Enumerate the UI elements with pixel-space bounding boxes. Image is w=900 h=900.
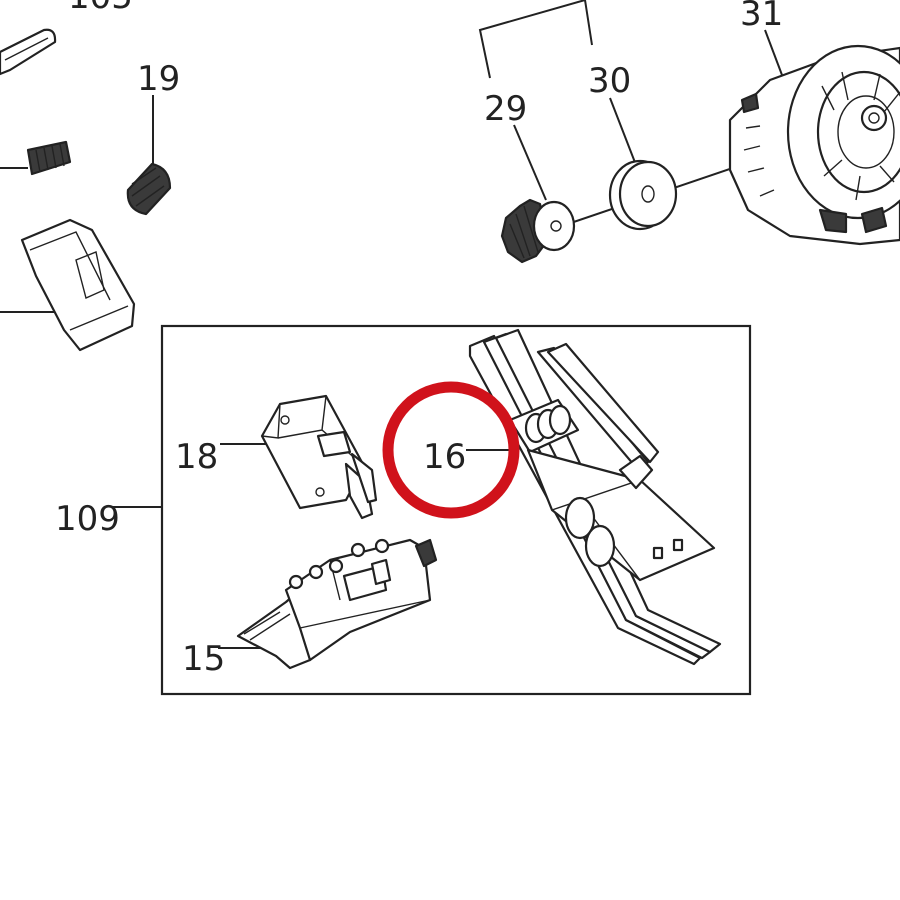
leader-29 [513, 124, 547, 201]
leader-30 [609, 97, 637, 166]
callout-30: 30 [588, 61, 631, 101]
callout-18: 18 [175, 437, 218, 477]
bracket-29-30 [478, 0, 593, 79]
callout-105: 105 [68, 0, 133, 17]
kit-box-109 [160, 324, 752, 696]
micro-switch-18: 18 [175, 394, 378, 520]
callout-16: 16 [423, 437, 466, 477]
pin-part [0, 28, 57, 76]
spring-19: 19 [126, 59, 180, 216]
motor-31 [728, 44, 900, 246]
leader-31 [764, 29, 783, 76]
callout-29: 29 [484, 89, 527, 129]
main-switch-15: 15 [182, 538, 438, 679]
callout-19: 19 [137, 59, 180, 99]
pinion-gear-29 [500, 198, 576, 264]
highlight-circle [382, 381, 520, 519]
spring-left [0, 140, 72, 176]
callout-109: 109 [55, 499, 120, 539]
trigger-part [0, 218, 136, 352]
callout-15: 15 [182, 639, 225, 679]
bearing-30 [608, 159, 678, 231]
wire-harness-16 [468, 328, 722, 666]
callout-31: 31 [740, 0, 783, 34]
